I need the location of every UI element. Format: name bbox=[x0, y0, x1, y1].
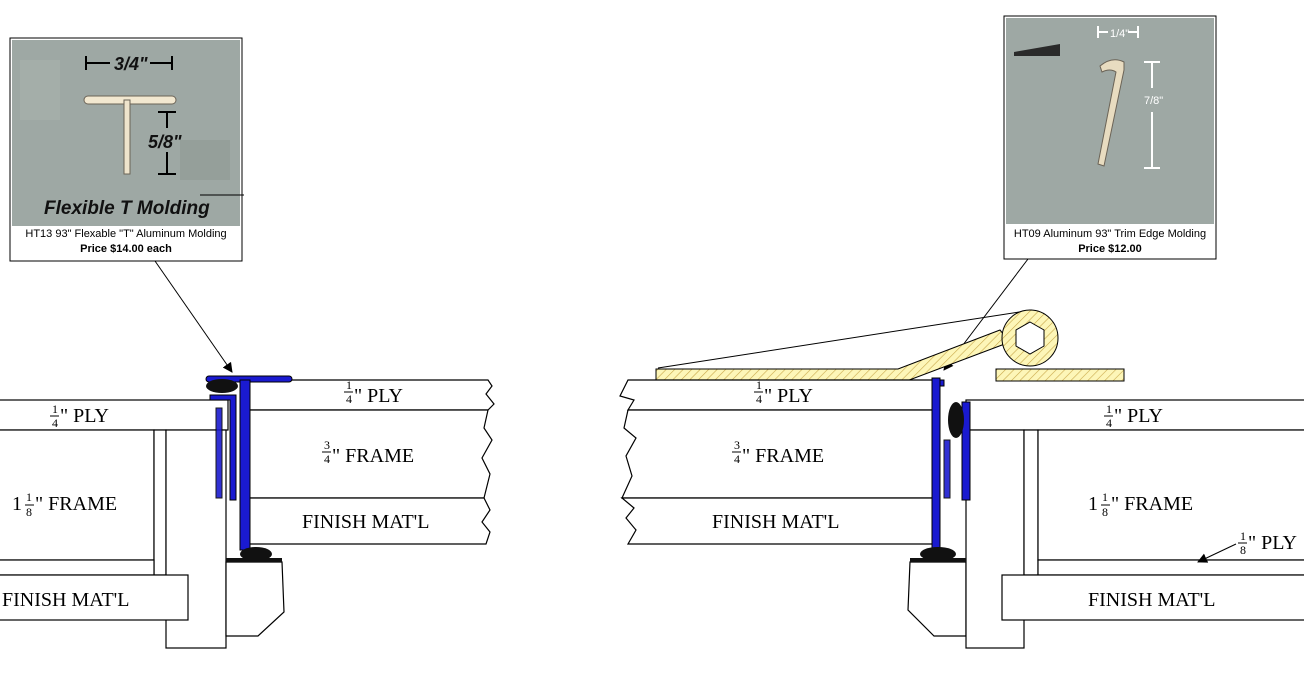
right-right-frame-board bbox=[1037, 429, 1304, 561]
left-finish-label: FINISH MAT'L bbox=[2, 589, 130, 611]
svg-text:" FRAME: " FRAME bbox=[1111, 493, 1193, 515]
right-bottom-ply-label: 1 8 " PLY bbox=[1197, 529, 1297, 563]
svg-text:1: 1 bbox=[756, 378, 762, 392]
left-right-ply-label: 1 4 " PLY bbox=[344, 378, 403, 407]
svg-text:8: 8 bbox=[1102, 505, 1108, 519]
left-assembly: 1 4 " PLY 1 1 8 " FRAME FINISH MAT'L 1 4… bbox=[0, 375, 495, 649]
left-right-finish-label: FINISH MAT'L bbox=[302, 511, 430, 533]
right-photo-dim-width: 1/4" bbox=[1110, 28, 1129, 40]
svg-text:8: 8 bbox=[1240, 543, 1246, 557]
svg-text:" PLY: " PLY bbox=[764, 385, 813, 407]
svg-text:1: 1 bbox=[346, 378, 352, 392]
right-assembly: 1 4 " PLY 3 4 " FRAME FINISH MAT'L 1 4 "… bbox=[619, 309, 1304, 649]
right-bottom-ply bbox=[1037, 559, 1304, 576]
right-finish-label: FINISH MAT'L bbox=[1088, 589, 1216, 611]
height-dimension-right: 7/8" bbox=[1144, 61, 1163, 169]
left-trim-block bbox=[225, 561, 285, 637]
right-left-frame-label: 3 4 " FRAME bbox=[732, 438, 824, 467]
svg-text:" FRAME: " FRAME bbox=[35, 493, 117, 515]
photo-dim-width: 3/4" bbox=[114, 54, 148, 74]
svg-text:1: 1 bbox=[1102, 490, 1108, 504]
svg-text:4: 4 bbox=[324, 452, 330, 466]
svg-text:1: 1 bbox=[1088, 493, 1098, 515]
svg-text:1: 1 bbox=[12, 493, 22, 515]
left-frame-board bbox=[0, 429, 155, 561]
svg-text:" PLY: " PLY bbox=[60, 405, 109, 427]
svg-text:" PLY: " PLY bbox=[354, 385, 403, 407]
left-bottom-ply bbox=[0, 559, 155, 576]
left-right-finish-board bbox=[247, 497, 491, 545]
t-molding-shape bbox=[83, 95, 177, 175]
svg-text:8: 8 bbox=[26, 505, 32, 519]
svg-text:1: 1 bbox=[26, 490, 32, 504]
right-trim-molding bbox=[910, 377, 971, 562]
svg-text:" PLY: " PLY bbox=[1114, 405, 1163, 427]
left-frame-label: 1 1 8 " FRAME bbox=[12, 490, 117, 519]
right-right-frame-label: 1 1 8 " FRAME bbox=[1088, 490, 1193, 519]
width-dimension: 3/4" bbox=[85, 54, 173, 74]
width-dimension-right: 1/4" bbox=[1097, 26, 1139, 40]
left-ply-board bbox=[0, 399, 229, 431]
height-dimension: 5/8" bbox=[148, 111, 182, 175]
right-finish-board bbox=[1001, 574, 1304, 621]
svg-text:" FRAME: " FRAME bbox=[332, 445, 414, 467]
svg-text:4: 4 bbox=[1106, 416, 1112, 430]
right-left-ply-label: 1 4 " PLY bbox=[754, 378, 813, 407]
left-callout: 3/4" 5/8" Flexible T Molding HT13 93" Fl… bbox=[9, 37, 244, 373]
svg-text:1: 1 bbox=[1240, 529, 1246, 543]
svg-text:1: 1 bbox=[1106, 402, 1112, 416]
photo-dim-height: 5/8" bbox=[148, 132, 182, 152]
svg-text:" PLY: " PLY bbox=[1248, 532, 1297, 554]
svg-text:3: 3 bbox=[734, 438, 740, 452]
svg-text:3: 3 bbox=[324, 438, 330, 452]
photo-title: Flexible T Molding bbox=[44, 198, 210, 219]
svg-text:1: 1 bbox=[52, 402, 58, 416]
right-callout: 1/4" 7/8" HT09 Aluminum 93" Trim Edge Mo… bbox=[943, 15, 1217, 371]
left-caption-line2: Price $14.00 each bbox=[80, 243, 172, 255]
svg-text:4: 4 bbox=[346, 392, 352, 406]
hinge bbox=[655, 309, 1125, 383]
svg-text:" FRAME: " FRAME bbox=[742, 445, 824, 467]
right-left-finish-label: FINISH MAT'L bbox=[712, 511, 840, 533]
svg-text:4: 4 bbox=[756, 392, 762, 406]
right-right-ply-board bbox=[965, 399, 1304, 431]
right-caption-line1: HT09 Aluminum 93" Trim Edge Molding bbox=[1014, 228, 1206, 240]
left-right-frame-label: 3 4 " FRAME bbox=[322, 438, 414, 467]
trim-edge-shape bbox=[1097, 59, 1125, 167]
left-frame-post bbox=[153, 429, 167, 576]
right-caption-line2: Price $12.00 bbox=[1078, 243, 1142, 255]
svg-text:4: 4 bbox=[734, 452, 740, 466]
left-caption-line1: HT13 93" Flexable "T" Aluminum Molding bbox=[25, 228, 226, 240]
left-t-molding bbox=[205, 375, 293, 562]
left-finish-board bbox=[0, 574, 189, 621]
svg-text:4: 4 bbox=[52, 416, 58, 430]
left-ply-fraction: 1 4 " PLY bbox=[50, 402, 109, 430]
right-right-ply-label: 1 4 " PLY bbox=[1104, 402, 1163, 430]
right-photo-dim-height: 7/8" bbox=[1144, 95, 1163, 107]
right-trim-block bbox=[907, 561, 967, 637]
right-frame-post bbox=[1023, 429, 1039, 576]
